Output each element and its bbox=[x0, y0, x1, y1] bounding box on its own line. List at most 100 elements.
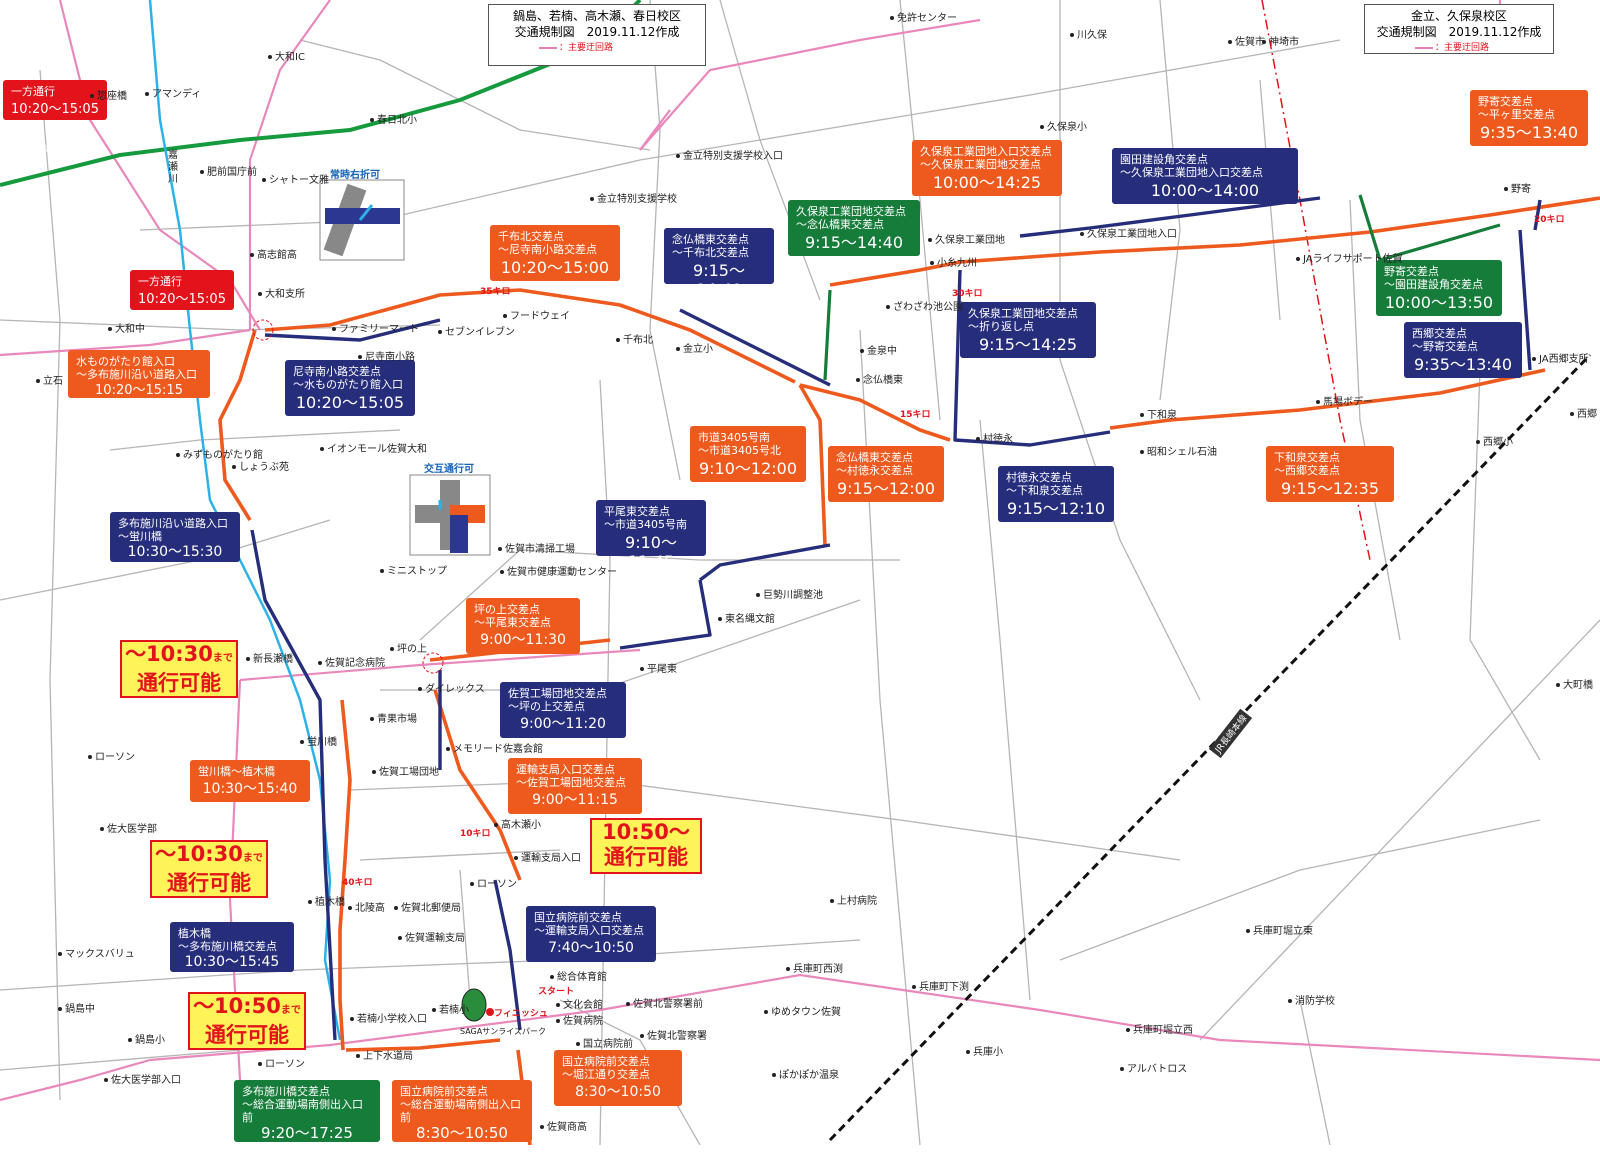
place-label: 金立特別支援学校 bbox=[590, 190, 677, 205]
place-label: 兵庫小 bbox=[966, 1043, 1003, 1058]
route-orange bbox=[218, 196, 1600, 1145]
place-label: 佐賀市 bbox=[1228, 33, 1265, 48]
title-line: 鍋島、若楠、高木瀬、春日校区 bbox=[512, 9, 681, 23]
notice-suffix: まで bbox=[280, 1005, 301, 1016]
box-time: 10:00～14:00 bbox=[1150, 181, 1260, 200]
box-line: ～市道3405号南 bbox=[604, 518, 687, 531]
place-label: フードウェイ bbox=[503, 307, 570, 322]
box-time: 9:15～12:35 bbox=[1280, 479, 1380, 498]
place-label: 村徳永 bbox=[976, 430, 1013, 445]
place-label: 小糸九州 bbox=[930, 254, 977, 269]
box-line: 坪の上交差点 bbox=[474, 603, 540, 616]
place-label: 川久保 bbox=[1070, 26, 1107, 41]
box-line: 運輸支局入口交差点 bbox=[516, 763, 615, 776]
place-label: 大和支所 bbox=[258, 285, 305, 300]
notice-time: ～10:50 bbox=[193, 994, 281, 1018]
box-time: 9:20～17:25 bbox=[261, 1124, 353, 1142]
place-label: ミニストップ bbox=[380, 562, 447, 577]
box-line: 久保泉工業団地入口交差点 bbox=[920, 145, 1052, 158]
box-line: 一方通行 bbox=[138, 275, 182, 288]
box-line: 尼寺南小路交差点 bbox=[293, 365, 381, 378]
box-line: ～市道3405号北 bbox=[698, 444, 781, 457]
notice-time: ～10:30 bbox=[155, 842, 243, 866]
passable-notice: ～10:50まで通行可能 bbox=[188, 992, 306, 1050]
box-line: ～平尾東交差点 bbox=[474, 616, 551, 629]
box-line: ～蛍川橋 bbox=[118, 530, 162, 543]
box-line: 国立病院前交差点 bbox=[562, 1055, 650, 1068]
box-time: 9:00～11:15 bbox=[532, 792, 618, 808]
box-line: ～園田建設角交差点 bbox=[1384, 278, 1483, 291]
finish-marker bbox=[486, 1008, 494, 1016]
place-label: 若楠小 bbox=[432, 1001, 469, 1016]
place-label: アルバトロス bbox=[1120, 1060, 1187, 1075]
place-label: 佐賀市健康運動センター bbox=[500, 563, 617, 578]
box-time: 10:20～15:00 bbox=[500, 258, 610, 277]
place-label: 下和泉 bbox=[1140, 406, 1177, 421]
place-label: 佐賀運輸支局 bbox=[398, 929, 465, 944]
place-label: 消防学校 bbox=[1288, 992, 1335, 1007]
place-label: 植木橋 bbox=[308, 893, 345, 908]
box-time: 10:00～14:25 bbox=[932, 173, 1042, 192]
box-line: ～総合運動場南側出入口前 bbox=[400, 1098, 521, 1124]
box-line: 園田建設角交差点 bbox=[1120, 153, 1208, 166]
box-line: 市道3405号南 bbox=[698, 431, 770, 444]
notice-suffix: まで bbox=[212, 653, 233, 664]
box-line: ～千布北交差点 bbox=[672, 246, 749, 259]
box-line: ～多布施川橋交差点 bbox=[178, 940, 277, 953]
place-label: ダイレックス bbox=[418, 680, 485, 695]
km-marker: 10キロ bbox=[460, 829, 491, 839]
place-label: 兵庫町下渕 bbox=[912, 978, 969, 993]
km-marker: 35キロ bbox=[480, 287, 511, 297]
place-label: 青果市場 bbox=[370, 710, 417, 725]
notice-text: 通行可能 bbox=[137, 671, 221, 695]
box-time: 8:30～10:50 bbox=[575, 1084, 661, 1100]
box-line: 蛍川橋～植木橋 bbox=[198, 765, 275, 778]
box-line: ～久保泉工業団地入口交差点 bbox=[1120, 166, 1263, 179]
box-line: 国立病院前交差点 bbox=[534, 911, 622, 924]
place-label: ローソン bbox=[258, 1055, 305, 1070]
place-label: ぽかぽか温泉 bbox=[772, 1066, 839, 1081]
place-label: 馬場ボデー bbox=[1316, 393, 1373, 408]
place-label: ざわざわ池公園 bbox=[886, 298, 963, 313]
place-label: 文化会館 bbox=[556, 996, 603, 1011]
one-way-box: 一方通行 10:20～15:05 bbox=[130, 270, 234, 310]
place-label: 大町橋 bbox=[1556, 676, 1593, 691]
restriction-box: 蛍川橋～植木橋 10:30～15:40 bbox=[190, 760, 310, 802]
passable-notice: 10:50～通行可能 bbox=[590, 818, 702, 874]
box-time: 9:35～13:40 bbox=[1413, 355, 1513, 374]
box-time: 9:00～11:30 bbox=[480, 632, 566, 648]
passable-notice: ～10:30まで通行可能 bbox=[120, 640, 238, 698]
notice-suffix: まで bbox=[242, 853, 263, 864]
km-marker: 30キロ bbox=[952, 289, 983, 299]
inset-right-turn bbox=[319, 179, 405, 261]
box-line: ～西郷交差点 bbox=[1274, 464, 1340, 477]
box-time: 9:15～12:00 bbox=[836, 479, 936, 498]
place-label: ゆめタウン佐賀 bbox=[764, 1003, 841, 1018]
place-label: しょうぶ苑 bbox=[232, 458, 289, 473]
box-line: 多布施川橋交差点 bbox=[242, 1085, 330, 1098]
title-line: 交通規制図 2019.11.12作成 bbox=[1376, 25, 1542, 39]
box-time: 10:20～15:05 bbox=[295, 393, 405, 412]
restriction-box: 坪の上交差点～平尾東交差点 9:00～11:30 bbox=[466, 598, 580, 654]
place-label: 昭和シェル石油 bbox=[1140, 443, 1217, 458]
place-label: 西郷 bbox=[1570, 405, 1597, 420]
box-line: 国立病院前交差点 bbox=[400, 1085, 488, 1098]
city-border bbox=[1261, 0, 1371, 561]
place-label: 春日北小 bbox=[370, 111, 417, 126]
km-marker: 20キロ bbox=[1534, 215, 1565, 225]
box-line: ～念仏橋東交差点 bbox=[796, 218, 884, 231]
box-time: 10:30～15:40 bbox=[202, 781, 298, 797]
finish-label: フィニッシュ bbox=[494, 1009, 548, 1019]
place-label: 鍋島小 bbox=[128, 1031, 165, 1046]
place-label: 佐賀北郵便局 bbox=[394, 899, 461, 914]
park-label: SAGAサンライズパーク bbox=[460, 1027, 546, 1036]
place-label: マックスバリュ bbox=[58, 945, 135, 960]
